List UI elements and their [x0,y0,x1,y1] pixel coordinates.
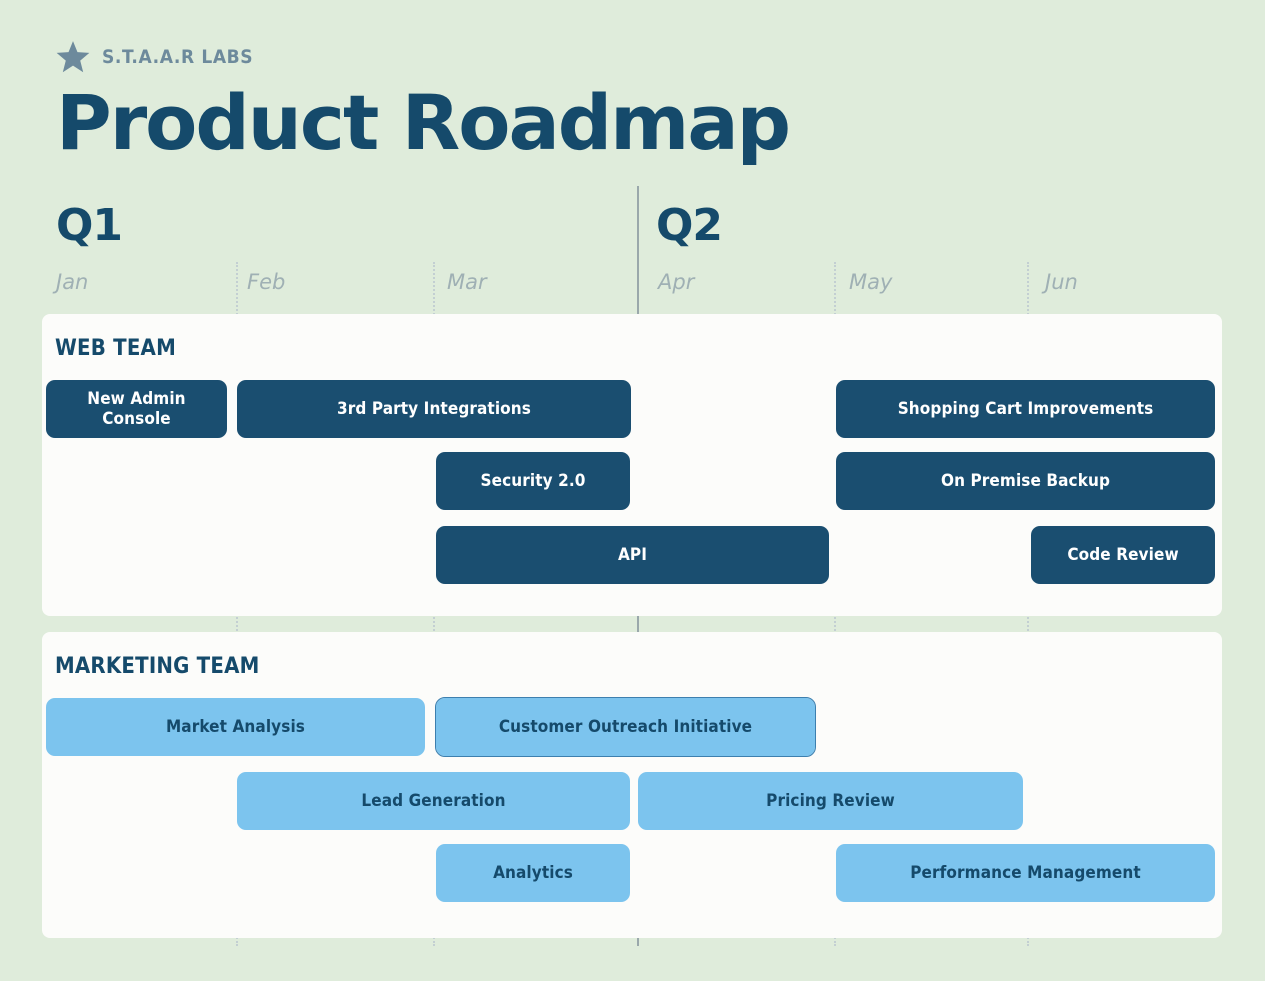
quarter-label-q1: Q1 [56,200,123,251]
task-bar[interactable]: Performance Management [836,844,1215,902]
swimlane-title-marketing: MARKETING TEAM [55,654,260,679]
month-label-may: May [849,270,893,294]
brand-logo: S.T.A.A.R LABS [56,40,253,74]
task-bar[interactable]: Code Review [1031,526,1215,584]
month-label-jan: Jan [56,270,89,294]
task-bar[interactable]: 3rd Party Integrations [237,380,631,438]
task-bar[interactable]: Analytics [436,844,630,902]
task-bar[interactable]: Customer Outreach Initiative [435,697,816,757]
month-label-apr: Apr [658,270,695,294]
brand-name: S.T.A.A.R LABS [102,46,254,68]
task-bar[interactable]: Shopping Cart Improvements [836,380,1215,438]
month-label-jun: Jun [1045,270,1078,294]
month-label-mar: Mar [447,270,487,294]
task-bar[interactable]: Lead Generation [237,772,630,830]
task-bar[interactable]: New Admin Console [46,380,227,438]
page-title: Product Roadmap [56,78,791,167]
task-bar[interactable]: Market Analysis [46,698,425,756]
task-bar[interactable]: API [436,526,829,584]
month-label-feb: Feb [247,270,286,294]
swimlane-title-web: WEB TEAM [55,336,176,361]
task-bar[interactable]: On Premise Backup [836,452,1215,510]
task-bar[interactable]: Pricing Review [638,772,1023,830]
task-bar[interactable]: Security 2.0 [436,452,630,510]
quarter-label-q2: Q2 [656,200,723,251]
star-icon [56,41,90,73]
